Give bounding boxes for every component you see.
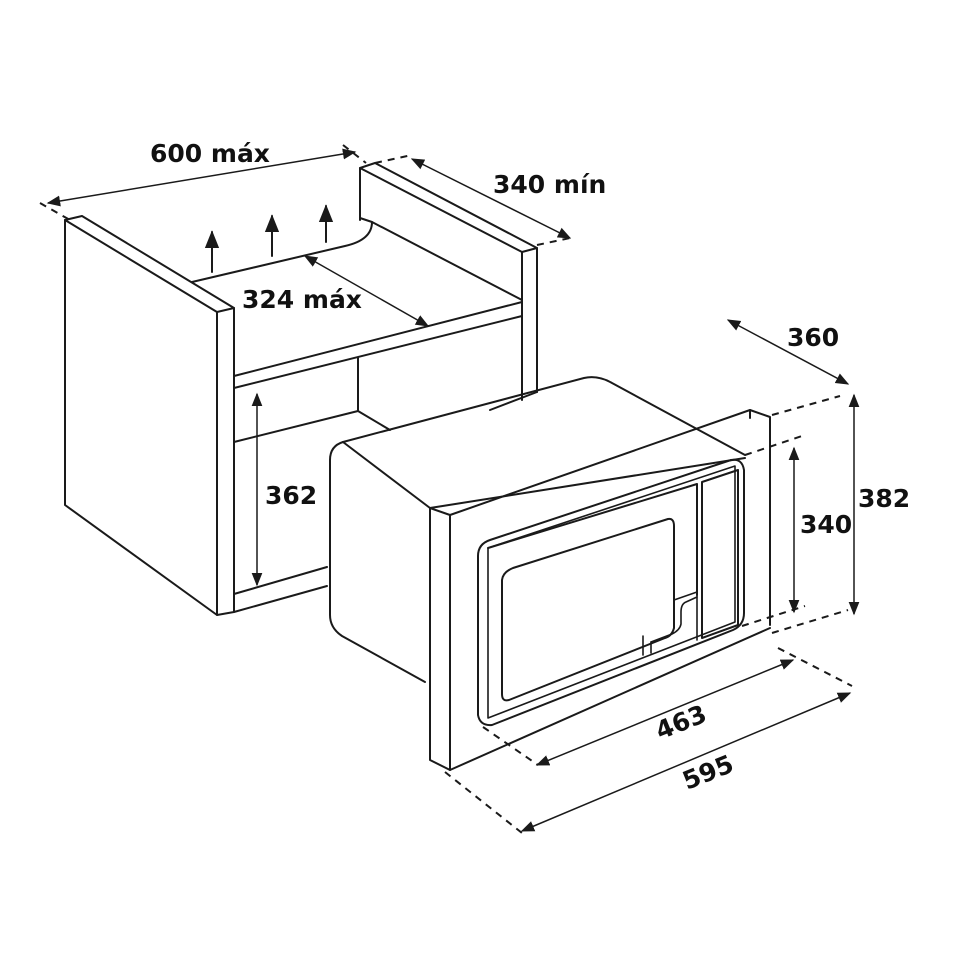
door-top-edge (487, 483, 698, 596)
microwave-top-left-edge (342, 441, 431, 509)
dim-362: 362 (251, 392, 317, 587)
label-382: 382 (858, 484, 910, 513)
microwave-left-side (329, 441, 426, 683)
handle-notch-top (673, 591, 698, 601)
label-360: 360 (787, 323, 839, 352)
label-362: 362 (265, 481, 317, 510)
label-463: 463 (651, 699, 710, 745)
label-324-max: 324 máx (242, 285, 362, 314)
label-600-max: 600 máx (150, 139, 270, 168)
cabinet-base-outer (233, 585, 328, 613)
cabinet-base-inner (233, 566, 328, 595)
handle-notch-curve (650, 596, 698, 643)
label-340: 340 (800, 510, 852, 539)
cabinet (64, 162, 538, 616)
label-595: 595 (678, 749, 737, 795)
shelf-front-top (233, 301, 523, 377)
door-window (501, 517, 675, 702)
microwave-top-front-edge (429, 457, 746, 509)
dim-382: 382 (771, 393, 910, 634)
frame-bottom-edge (449, 627, 771, 771)
dim-340: 340 (741, 434, 852, 627)
cabinet-back-edge (191, 217, 373, 283)
dim-595: 595 (444, 692, 852, 834)
ventilation-arrows (204, 204, 334, 273)
cabinet-inner-right-edge (371, 221, 523, 301)
dim-360: 360 (726, 319, 850, 385)
label-340-min: 340 mín (493, 170, 606, 199)
microwave (329, 376, 771, 771)
control-panel (701, 469, 739, 639)
dim-324-max: 324 máx (242, 255, 430, 327)
frame-left-edge (429, 507, 451, 771)
frame-top-edge (449, 409, 771, 626)
cabinet-right-panel-bottom (489, 391, 538, 411)
shelf-front-bottom (233, 315, 523, 389)
front-bezel-outer (477, 458, 745, 727)
cabinet-left-panel (64, 219, 218, 616)
front-bezel-inner (487, 465, 736, 719)
cabinet-inner-back-bottom (233, 410, 391, 443)
microwave-top-back (342, 376, 746, 456)
cabinet-left-panel-top (64, 215, 235, 313)
dim-600-max: 600 máx (39, 139, 367, 221)
cabinet-left-panel-edge (216, 307, 235, 616)
dim-340-min: 340 mín (374, 154, 606, 246)
